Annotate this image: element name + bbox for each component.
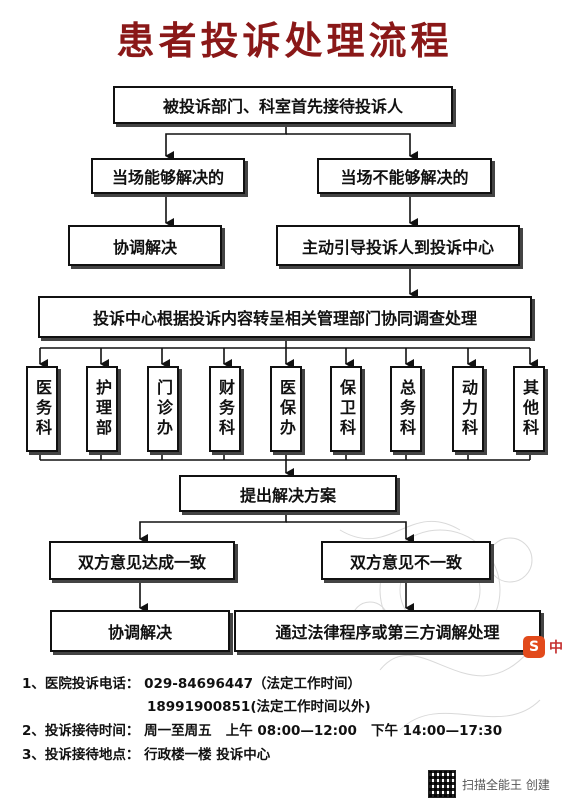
dept-box: 门诊办 (147, 366, 179, 452)
coordinate-box-2: 协调解决 (50, 610, 230, 652)
plan-box: 提出解决方案 (179, 475, 397, 512)
dept-box: 保卫科 (330, 366, 362, 452)
time-days: 周一至周五 (144, 723, 212, 739)
qr-code-icon (428, 770, 456, 798)
info-phone: 1、医院投诉电话： 029-84696447（法定工作时间） (22, 672, 361, 692)
place-label: 3、投诉接待地点： (22, 747, 140, 763)
ime-label: 中 (549, 640, 563, 656)
agree-box: 双方意见达成一致 (49, 541, 235, 580)
phone-number-2: 18991900851(法定工作时间以外) (147, 699, 371, 715)
can-solve-text: 当场能够解决的 (111, 168, 224, 187)
agree-text: 双方意见达成一致 (77, 552, 206, 572)
ime-indicator[interactable]: S 中 (523, 636, 563, 658)
info-phone-2: 18991900851(法定工作时间以外) (147, 695, 371, 715)
plan-text: 提出解决方案 (239, 485, 336, 505)
disagree-box: 双方意见不一致 (321, 541, 491, 580)
place-value: 行政楼一楼 投诉中心 (144, 747, 271, 763)
dept-box: 其他科 (513, 366, 545, 452)
receive-box: 被投诉部门、科室首先接待投诉人 (113, 86, 453, 124)
time-label: 2、投诉接待时间： (22, 723, 140, 739)
legal-text: 通过法律程序或第三方调解处理 (275, 623, 500, 642)
info-time: 2、投诉接待时间： 周一至周五 上午 08:00—12:00 下午 14:00—… (22, 719, 502, 739)
legal-box: 通过法律程序或第三方调解处理 (234, 610, 541, 652)
center-box: 投诉中心根据投诉内容转呈相关管理部门协同调查处理 (38, 296, 532, 338)
dept-box: 护理部 (86, 366, 118, 452)
time-afternoon: 下午 14:00—17:30 (370, 723, 503, 739)
phone-label: 1、医院投诉电话： (22, 676, 140, 692)
receive-text: 被投诉部门、科室首先接待投诉人 (162, 97, 403, 116)
sogou-logo-icon: S (523, 636, 545, 658)
page-title: 患者投诉处理流程 (116, 19, 453, 63)
dept-text: 总务科 (397, 379, 416, 439)
guide-box: 主动引导投诉人到投诉中心 (276, 225, 520, 266)
coordinate-text-1: 协调解决 (112, 237, 177, 257)
dept-box: 动力科 (452, 366, 484, 452)
can-solve-box: 当场能够解决的 (91, 158, 245, 194)
dept-text: 财务科 (216, 379, 235, 439)
cannot-solve-text: 当场不能够解决的 (340, 168, 469, 187)
dept-text: 保卫科 (337, 379, 356, 439)
dept-text: 动力科 (459, 379, 478, 439)
dept-text: 护理部 (93, 379, 112, 439)
dept-text: 门诊办 (154, 379, 173, 439)
dept-box: 财务科 (209, 366, 241, 452)
dept-box: 总务科 (390, 366, 422, 452)
dept-box: 医保办 (270, 366, 302, 452)
guide-text: 主动引导投诉人到投诉中心 (301, 237, 494, 257)
dept-text: 其他科 (520, 379, 539, 439)
phone-number-1: 029-84696447（法定工作时间） (144, 676, 362, 692)
dept-text: 医务科 (33, 379, 52, 439)
coordinate-box-1: 协调解决 (68, 225, 222, 266)
cannot-solve-box: 当场不能够解决的 (317, 158, 492, 194)
scanner-label: 扫描全能王 创建 (462, 777, 550, 792)
center-text: 投诉中心根据投诉内容转呈相关管理部门协同调查处理 (92, 309, 477, 328)
scanner-footer: 扫描全能王 创建 (428, 770, 550, 798)
dept-text: 医保办 (277, 379, 296, 439)
info-place: 3、投诉接待地点： 行政楼一楼 投诉中心 (22, 743, 270, 763)
time-morning: 上午 08:00—12:00 (225, 723, 357, 739)
dept-box: 医务科 (26, 366, 58, 452)
coordinate-text-2: 协调解决 (107, 623, 172, 642)
disagree-text: 双方意见不一致 (349, 552, 462, 572)
